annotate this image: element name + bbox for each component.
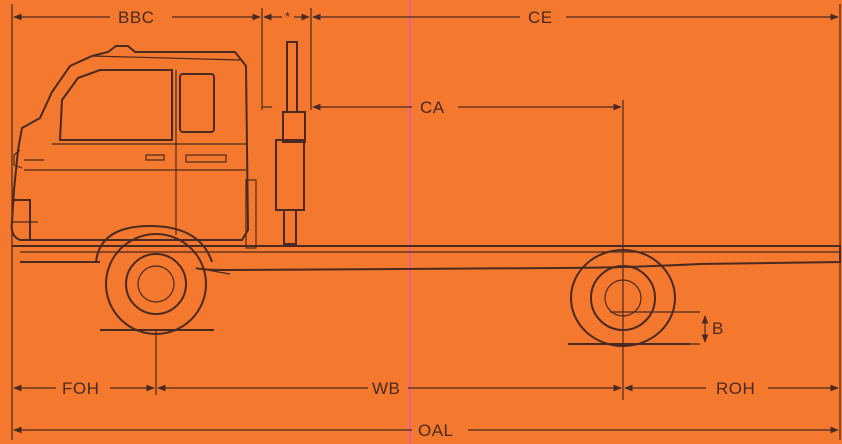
cab-outline <box>10 45 250 241</box>
dimension-oal: OAL <box>13 421 839 440</box>
dimension-b: B <box>701 315 724 343</box>
cab-window-front <box>58 69 173 141</box>
door-handle <box>145 154 165 161</box>
exhaust-stack <box>275 41 306 245</box>
label-roh: ROH <box>716 379 755 398</box>
dimension-foh: FOH <box>13 379 155 398</box>
side-marker <box>185 154 227 163</box>
truck-drawing <box>10 41 841 347</box>
rear-wheel <box>568 249 690 347</box>
label-bbc: BBC <box>118 8 154 27</box>
dimension-ce: CE <box>312 8 839 27</box>
label-wb: WB <box>372 379 400 398</box>
dimension-bbc: BBC <box>13 8 261 27</box>
label-oal: OAL <box>418 421 454 440</box>
front-wheel <box>100 233 214 335</box>
label-ce: CE <box>528 8 553 27</box>
cab-window-side <box>179 73 215 133</box>
mirror <box>13 149 23 169</box>
label-ca: CA <box>420 98 445 117</box>
frame-rail <box>12 245 841 272</box>
dimension-star: * <box>263 9 310 24</box>
label-b: B <box>712 319 724 338</box>
dimension-roh: ROH <box>624 379 839 398</box>
label-foh: FOH <box>62 379 99 398</box>
label-star: * <box>285 9 291 24</box>
dimension-wb: WB <box>157 379 622 398</box>
dimension-ca: CA <box>262 98 622 117</box>
